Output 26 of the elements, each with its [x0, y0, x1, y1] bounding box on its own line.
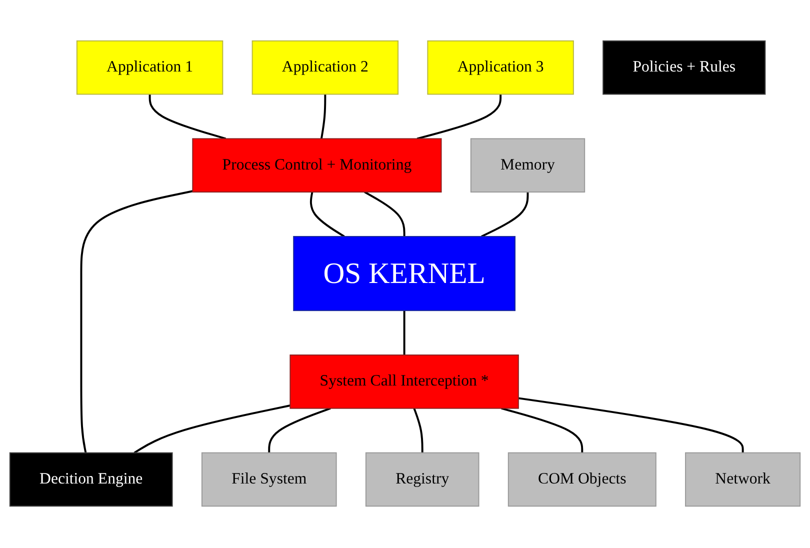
node-box: Application 3: [427, 40, 574, 96]
node-box: Registry: [365, 452, 480, 508]
connector: [364, 192, 406, 237]
connector: [413, 408, 424, 454]
connector: [148, 94, 226, 140]
node-box: System Call Interception *: [290, 355, 519, 410]
node-box: COM Objects: [508, 452, 656, 508]
connector: [134, 405, 290, 454]
node-box: File System: [201, 452, 337, 508]
node-box: Process Control + Monitoring: [192, 138, 442, 193]
node-box: Memory: [470, 138, 586, 193]
connector: [403, 311, 406, 356]
node-box: Policies + Rules: [602, 40, 766, 96]
connector: [481, 192, 529, 238]
connector: [268, 408, 331, 454]
connector: [80, 190, 193, 454]
node-box: Network: [685, 452, 801, 508]
node-box: Application 2: [252, 40, 399, 96]
connector: [501, 408, 584, 454]
node-box: OS KERNEL: [293, 236, 516, 312]
connector: [518, 398, 744, 454]
connector: [320, 94, 326, 140]
node-box: Decition Engine: [9, 452, 173, 508]
connector: [310, 192, 345, 238]
node-box: Application 1: [76, 40, 224, 96]
connector: [416, 94, 502, 140]
